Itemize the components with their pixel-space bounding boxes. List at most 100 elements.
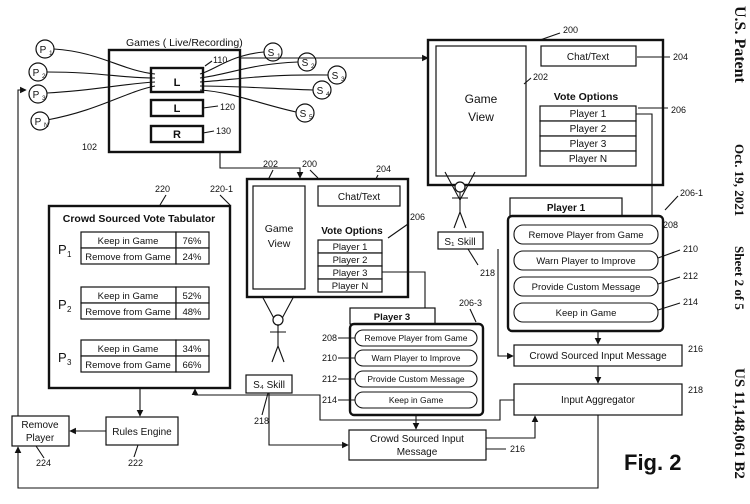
main-screen-ref: 200 (563, 25, 578, 35)
csim-right-ref: 216 (688, 344, 703, 354)
main-vote-title: Vote Options (554, 91, 619, 103)
player3-ref-212: 212 (322, 374, 337, 384)
figure-label: Fig. 2 (624, 450, 681, 475)
s4-skill-label: S₄ Skill (253, 380, 285, 391)
input-aggregator: Input Aggregator 218 (514, 384, 703, 415)
player3-remove-label: Remove Player from Game (365, 333, 468, 343)
spectator-node-5: S 5 (296, 104, 314, 122)
player-node-n-sub: N (44, 122, 49, 129)
tabulator-ref: 220 (155, 184, 170, 194)
main-vote-option-1-label: Player 1 (570, 109, 607, 120)
rules-engine: Rules Engine 222 (106, 388, 178, 468)
player-node-2-sub: 2 (42, 73, 46, 80)
second-screen-ref: 200 (302, 159, 317, 169)
main-game-view-line2: View (468, 110, 494, 124)
player-node-1-sub: 1 (49, 50, 53, 57)
spectator-figure-s1: S₁ Skill 218 (438, 172, 495, 278)
console-110-label: L (174, 77, 181, 89)
main-chat-ref: 204 (673, 52, 688, 62)
main-vote-option-3-label: Player 3 (570, 139, 607, 150)
spectator-node-2-sub: 2 (311, 63, 315, 70)
tabulator-row-label: Remove from Game (85, 252, 171, 263)
spectator-node-1-label: S (268, 48, 275, 59)
spectator-node-3-sub: 3 (341, 76, 345, 83)
tabulator-player-2-label: P (58, 297, 67, 312)
player1-warn-label: Warn Player to Improve (536, 256, 635, 267)
remove-player-ref: 224 (36, 458, 51, 468)
second-game-view-line2: View (268, 238, 291, 250)
spectator-node-5-label: S (300, 109, 307, 120)
player-node-1: P 1 (36, 40, 54, 58)
spectator-node-3: S 3 (328, 66, 346, 84)
player3-panel-title: Player 3 (374, 312, 410, 323)
tabulator-player-1-sub: 1 (67, 250, 72, 259)
tabulator-row-pct: 34% (182, 344, 202, 355)
player1-panel: 206-1 Player 1 Remove Player from Game W… (508, 188, 703, 344)
second-vote-title: Vote Options (321, 226, 383, 237)
csim-bottom-line1: Crowd Sourced Input (370, 434, 464, 445)
main-vote-option-4-label: Player N (569, 154, 607, 165)
player-node-2-label: P (33, 68, 40, 79)
player3-ref-214: 214 (322, 395, 337, 405)
player-node-1-label: P (40, 45, 47, 56)
console-110-ref: 110 (213, 55, 227, 65)
remove-player-line2: Player (26, 433, 55, 444)
player-node-2: P 2 (29, 63, 47, 81)
spectator-node-2: S 2 (298, 53, 316, 71)
csim-right: Crowd Sourced Input Message 216 (514, 344, 703, 383)
player-node-3-label: P (33, 90, 40, 101)
player3-panel-ref: 206-3 (459, 298, 482, 308)
second-vote-option-1-label: Player 1 (333, 242, 368, 253)
patent-date: Oct. 19, 2021 (732, 144, 747, 216)
s4-skill-ref: 218 (254, 416, 269, 426)
vote-tabulator: 220 220-1 Crowd Sourced Vote Tabulator P… (49, 184, 233, 388)
player1-keep-label: Keep in Game (556, 308, 617, 319)
tabulator-player-3-sub: 3 (67, 358, 72, 367)
console-120-label: L (174, 103, 181, 115)
spectator-node-4: S 4 (313, 81, 331, 99)
s1-skill-ref: 218 (480, 268, 495, 278)
player-node-n-label: P (35, 117, 42, 128)
spectator-node-4-sub: 4 (326, 91, 330, 98)
tabulator-ref-inner: 220-1 (210, 184, 233, 194)
spectator-node-5-sub: 5 (309, 114, 313, 121)
tabulator-player-2-sub: 2 (67, 305, 72, 314)
player1-ref-210: 210 (683, 244, 698, 254)
player1-message-label: Provide Custom Message (532, 282, 641, 293)
player1-panel-ref: 206-1 (680, 188, 703, 198)
rules-engine-label: Rules Engine (112, 427, 172, 438)
player3-message-label: Provide Custom Message (367, 374, 465, 384)
patent-header: U.S. Patent Oct. 19, 2021 Sheet 2 of 5 U… (731, 6, 748, 479)
tabulator-player-3-label: P (58, 350, 67, 365)
csim-right-label: Crowd Sourced Input Message (529, 351, 667, 362)
main-game-view-line1: Game (465, 92, 498, 106)
tabulator-row-label: Remove from Game (85, 360, 171, 371)
tabulator-row-pct: 52% (182, 291, 202, 302)
main-game-view-ref: 202 (533, 72, 548, 82)
games-block: Games ( Live/Recording) 102 L 110 L 120 … (29, 37, 346, 152)
main-vote-option-2-label: Player 2 (570, 124, 607, 135)
player1-ref-212: 212 (683, 271, 698, 281)
player3-ref-208: 208 (322, 333, 337, 343)
player3-panel: 206-3 Player 3 Remove Player from Game W… (322, 298, 483, 429)
tabulator-player-1-label: P (58, 242, 67, 257)
tabulator-row-label: Remove from Game (85, 307, 171, 318)
second-vote-option-4-label: Player N (332, 281, 369, 292)
spectator-figure-s4: S₄ Skill 218 (246, 296, 294, 426)
tabulator-row-pct: 24% (182, 252, 202, 263)
player3-keep-label: Keep in Game (389, 395, 444, 405)
main-screen: 200 Game View 202 Chat/Text 204 Vote Opt… (428, 25, 688, 224)
csim-bottom: Crowd Sourced Input Message 216 (349, 430, 525, 460)
player1-panel-title: Player 1 (547, 203, 586, 214)
patent-number: US 11,148,061 B2 (731, 368, 747, 479)
tabulator-row-pct: 76% (182, 236, 202, 247)
tabulator-groups: P1Keep in Game76%Remove from Game24%P2Ke… (58, 232, 209, 372)
remove-player-line1: Remove (21, 420, 59, 431)
s1-skill-label: S₁ Skill (444, 237, 475, 248)
games-title: Games ( Live/Recording) (126, 37, 243, 49)
console-130-ref: 130 (216, 126, 231, 136)
input-aggregator-label: Input Aggregator (561, 395, 636, 406)
player3-warn-label: Warn Player to Improve (372, 353, 461, 363)
main-chat-label: Chat/Text (567, 52, 609, 63)
